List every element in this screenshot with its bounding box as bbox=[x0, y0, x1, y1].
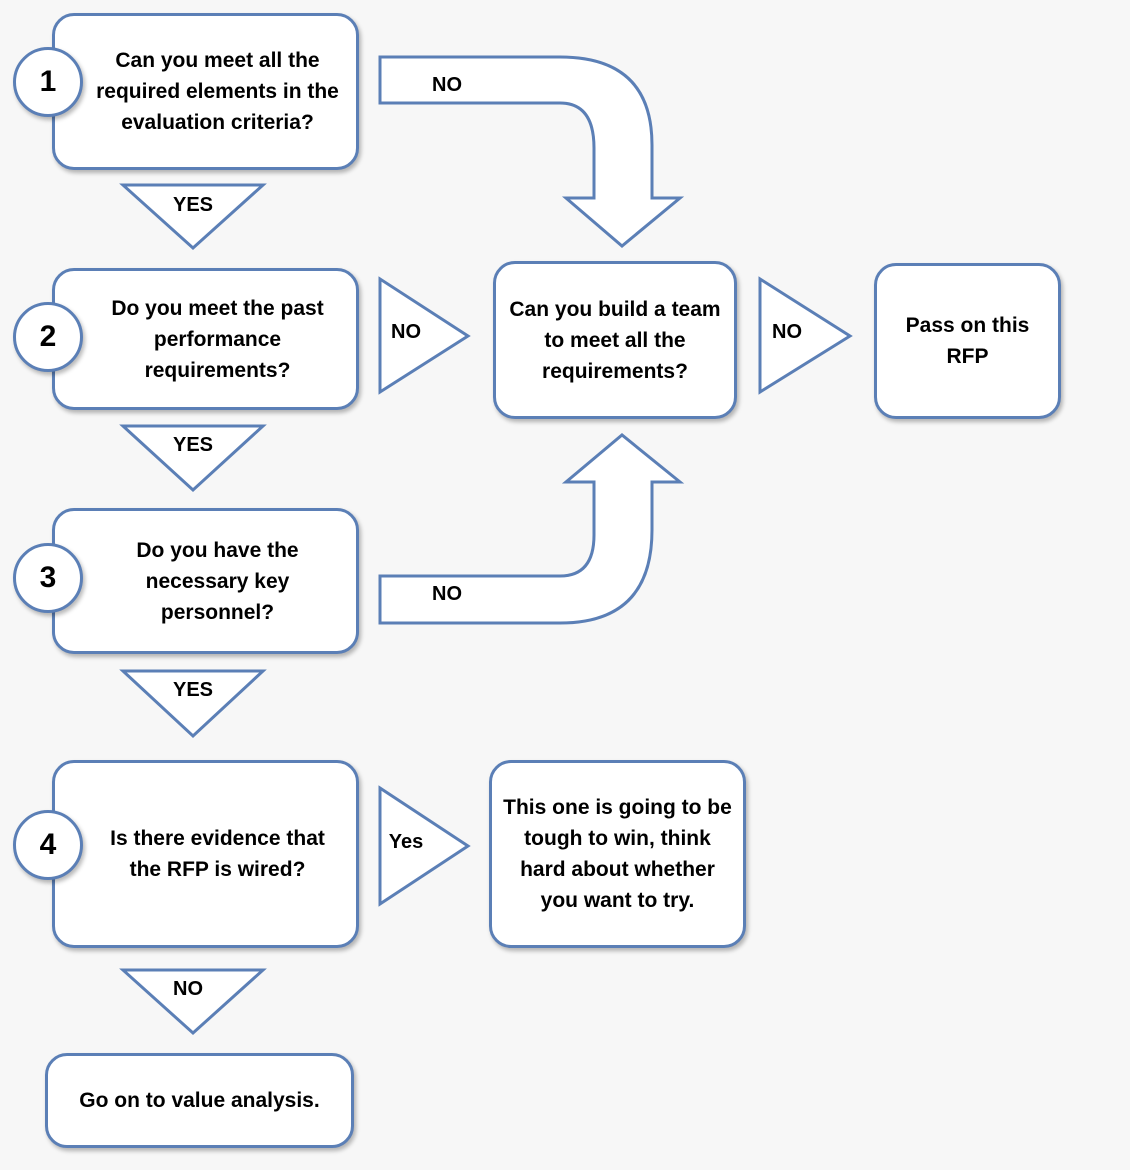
value-analysis-box: Go on to value analysis. bbox=[45, 1053, 354, 1148]
step2-box: Do you meet the past performance require… bbox=[52, 268, 359, 410]
step2-number-badge: 2 bbox=[13, 302, 83, 372]
label-step4-no: NO bbox=[173, 978, 203, 1000]
step3-text: Do you have the necessary key personnel? bbox=[136, 538, 299, 624]
value-analysis-text: Go on to value analysis. bbox=[79, 1089, 320, 1112]
step4-number-badge: 4 bbox=[13, 810, 83, 880]
tough-box: This one is going to be tough to win, th… bbox=[489, 760, 746, 948]
team-text: Can you build a team to meet all the req… bbox=[509, 297, 721, 383]
step3-box: Do you have the necessary key personnel? bbox=[52, 508, 359, 654]
step4-text: Is there evidence that the RFP is wired? bbox=[110, 827, 325, 881]
label-step1-no: NO bbox=[432, 74, 462, 96]
label-step1-yes: YES bbox=[172, 194, 214, 216]
arrow-down-step1-yes bbox=[119, 183, 267, 251]
label-team-no: NO bbox=[772, 321, 802, 343]
arrow-down-step3-yes bbox=[119, 669, 267, 739]
arrow-right-team-no bbox=[758, 276, 853, 395]
arrow-right-step4-yes bbox=[378, 785, 471, 907]
pass-box: Pass on this RFP bbox=[874, 263, 1061, 419]
label-step2-no: NO bbox=[391, 321, 421, 343]
label-step4-yes: Yes bbox=[388, 831, 424, 853]
arrow-right-step2-no bbox=[378, 276, 471, 395]
pass-text: Pass on this RFP bbox=[905, 314, 1030, 368]
step2-text: Do you meet the past performance require… bbox=[111, 296, 324, 382]
label-step3-yes: YES bbox=[172, 679, 214, 701]
step1-number-badge: 1 bbox=[13, 47, 83, 117]
arrow-down-step2-yes bbox=[119, 424, 267, 493]
step4-box: Is there evidence that the RFP is wired? bbox=[52, 760, 359, 948]
tough-text: This one is going to be tough to win, th… bbox=[503, 796, 732, 912]
arrow-down-step4-no bbox=[119, 968, 267, 1036]
arrow-bent-step3-no bbox=[378, 433, 685, 625]
label-step3-no: NO bbox=[432, 583, 462, 605]
step1-text: Can you meet all the required elements i… bbox=[96, 49, 339, 134]
arrow-bent-step1-no bbox=[378, 55, 685, 248]
step3-number-badge: 3 bbox=[13, 543, 83, 613]
step1-box: Can you meet all the required elements i… bbox=[52, 13, 359, 170]
team-box: Can you build a team to meet all the req… bbox=[493, 261, 737, 419]
label-step2-yes: YES bbox=[172, 434, 214, 456]
